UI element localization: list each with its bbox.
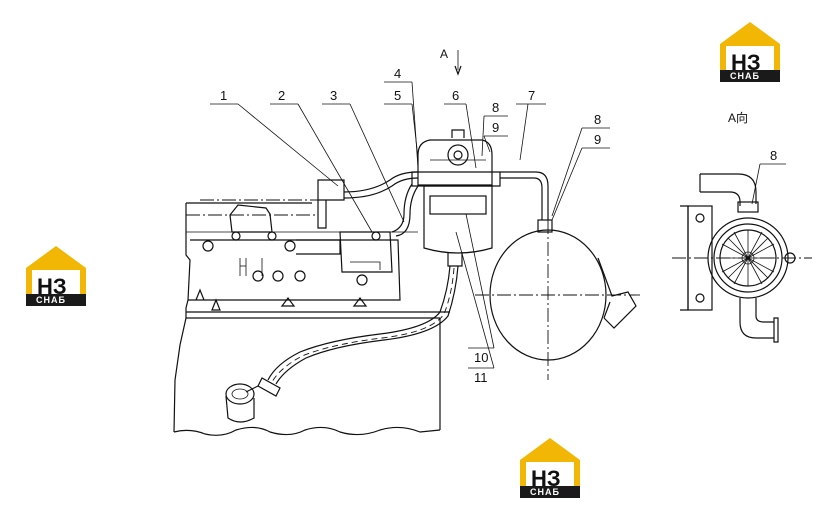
view-label-a-detail: A向	[728, 110, 748, 125]
callout-3: 3	[330, 88, 337, 103]
callout-labels: 1 2 3 4 5 6 7 8 9 8 9 8 10 11 A A向	[220, 47, 777, 385]
leader-lines	[210, 50, 786, 369]
callout-4: 4	[394, 66, 401, 81]
callout-8-top: 8	[492, 100, 499, 115]
svg-text:СНАБ: СНАБ	[730, 71, 760, 81]
callout-6: 6	[452, 88, 459, 103]
callout-8-right: 8	[594, 112, 601, 127]
fuel-lines	[225, 171, 553, 423]
flywheel-housing	[475, 220, 640, 380]
watermark-logo-3: НЗ СНАБ	[520, 438, 580, 498]
manifold-bolts	[195, 231, 381, 311]
callout-2: 2	[278, 88, 285, 103]
watermark-logo-2: НЗ СНАБ	[26, 246, 86, 306]
fuel-pump	[411, 129, 501, 267]
callout-10: 10	[474, 350, 488, 365]
callout-7: 7	[528, 88, 535, 103]
callout-11: 11	[474, 370, 488, 385]
view-label-a: A	[440, 47, 448, 61]
svg-text:СНАБ: СНАБ	[530, 487, 560, 497]
callout-8-detail: 8	[770, 148, 777, 163]
watermark-logo-1: НЗ СНАБ	[720, 22, 780, 82]
svg-text:СНАБ: СНАБ	[36, 295, 66, 305]
detail-view-a	[672, 173, 812, 343]
engine-block	[173, 199, 450, 436]
callout-9-top: 9	[492, 120, 499, 135]
callout-9-right: 9	[594, 132, 601, 147]
callout-5: 5	[394, 88, 401, 103]
callout-1: 1	[220, 88, 227, 103]
